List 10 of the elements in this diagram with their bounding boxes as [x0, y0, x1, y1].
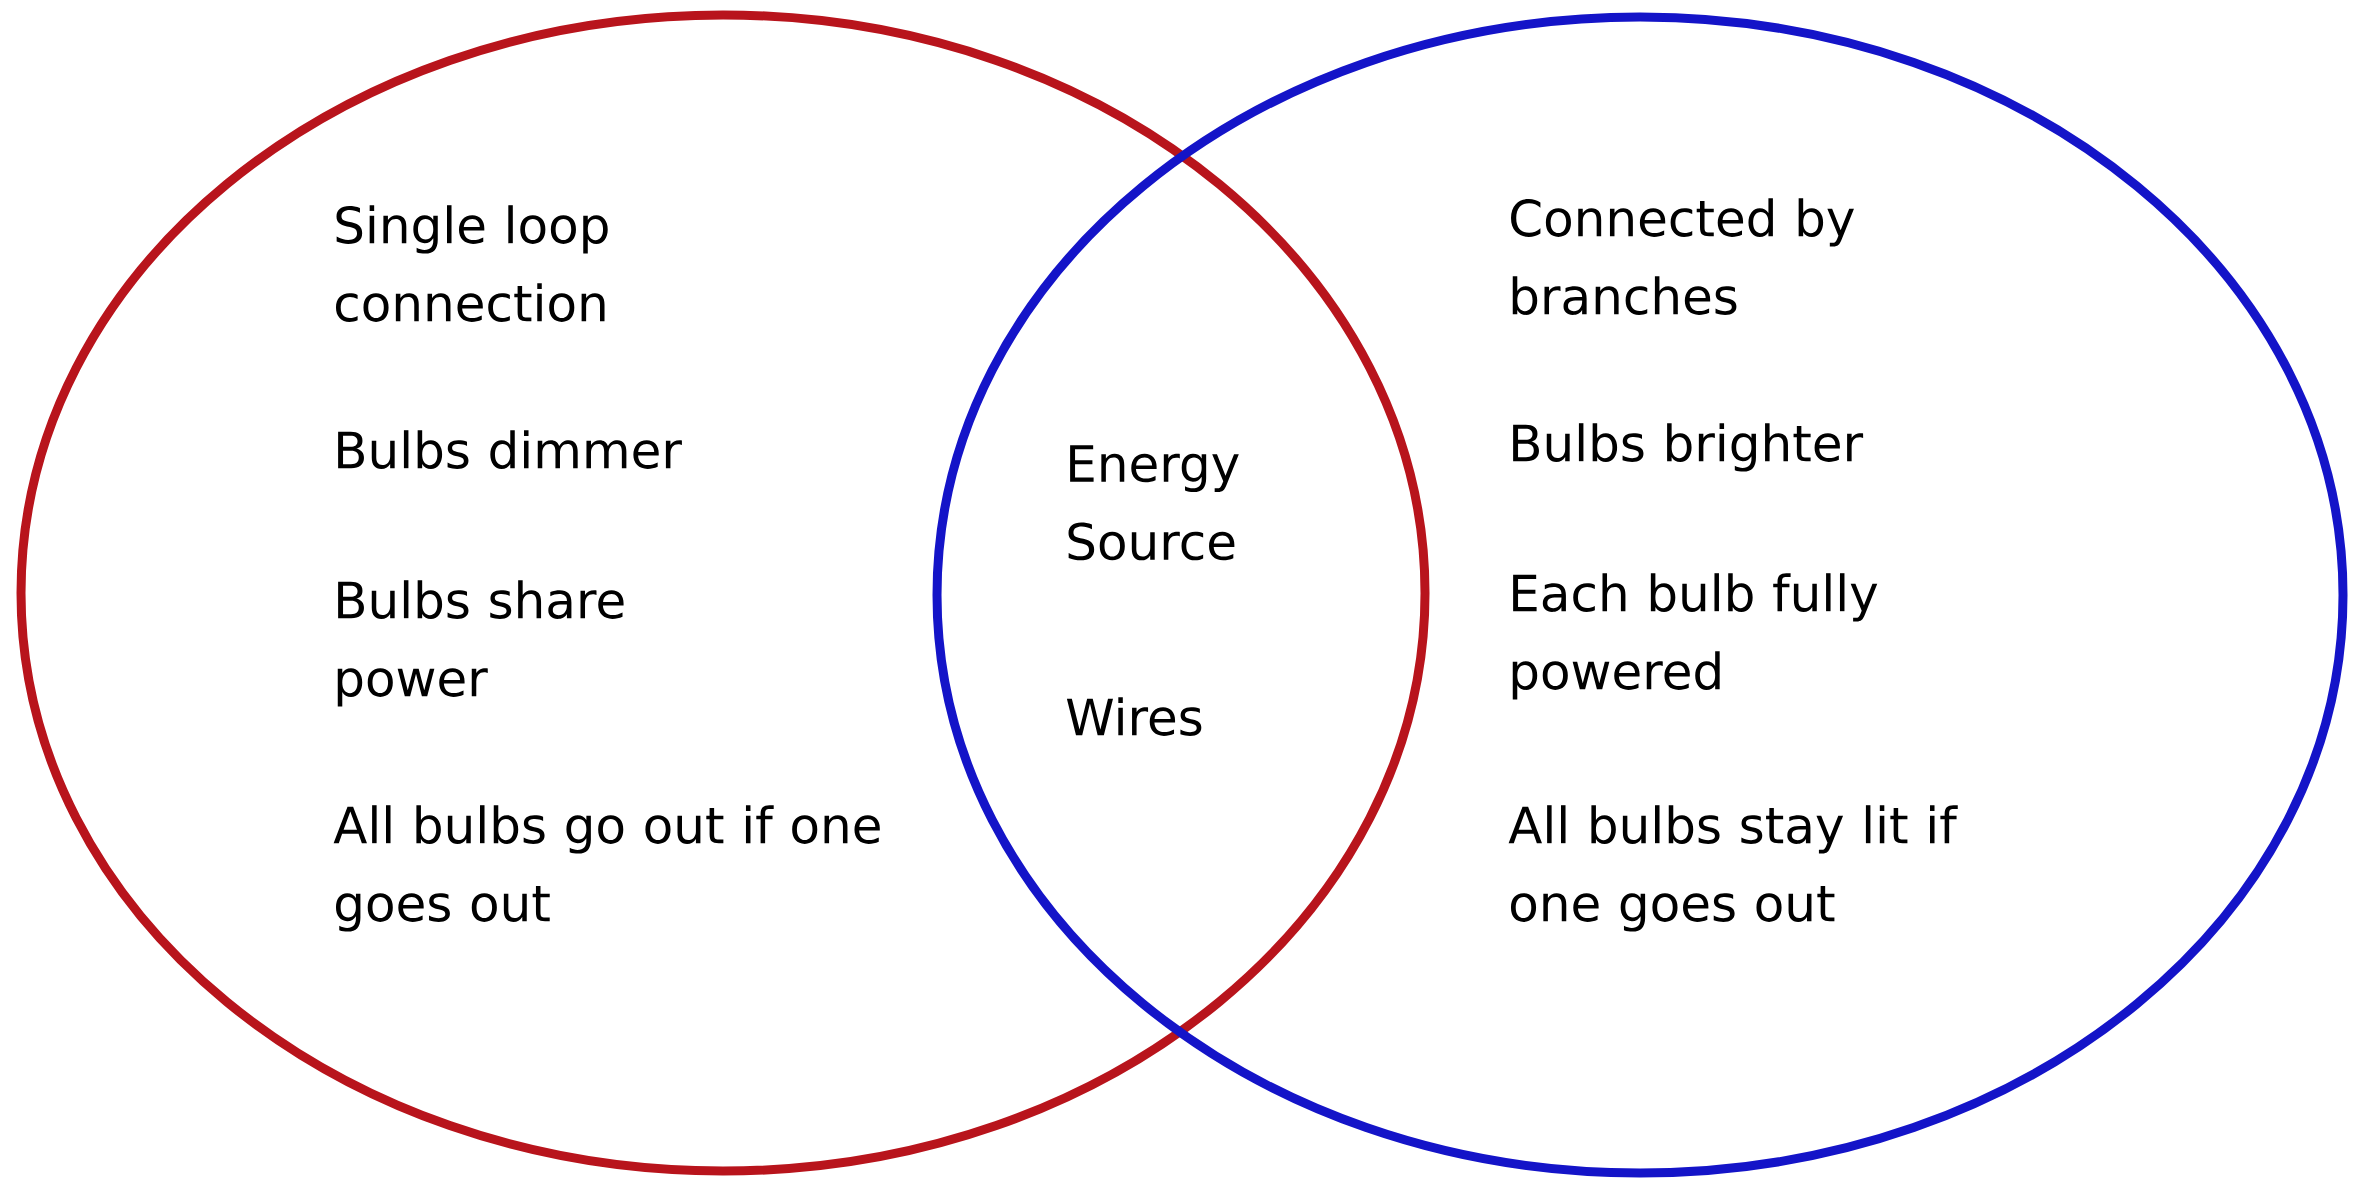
circle-text: Connected by branches: [1511, 198, 1854, 315]
circle-text: Bulbs share power: [337, 580, 624, 707]
overlap-text: Wires: [1066, 697, 1202, 736]
overlap-text: Energy Source: [1068, 445, 1239, 561]
circle-text: Bulbs dimmer: [338, 430, 682, 469]
circle-text: All bulbs stay lit if one goes out: [1508, 805, 1958, 932]
circle-text: Each bulb fully powered: [1512, 573, 1878, 700]
circle-text: Bulbs brighter: [1513, 423, 1864, 472]
circle-text: Single loop connection: [335, 205, 608, 322]
circle-text: All bulbs go out if one goes out: [333, 805, 880, 932]
